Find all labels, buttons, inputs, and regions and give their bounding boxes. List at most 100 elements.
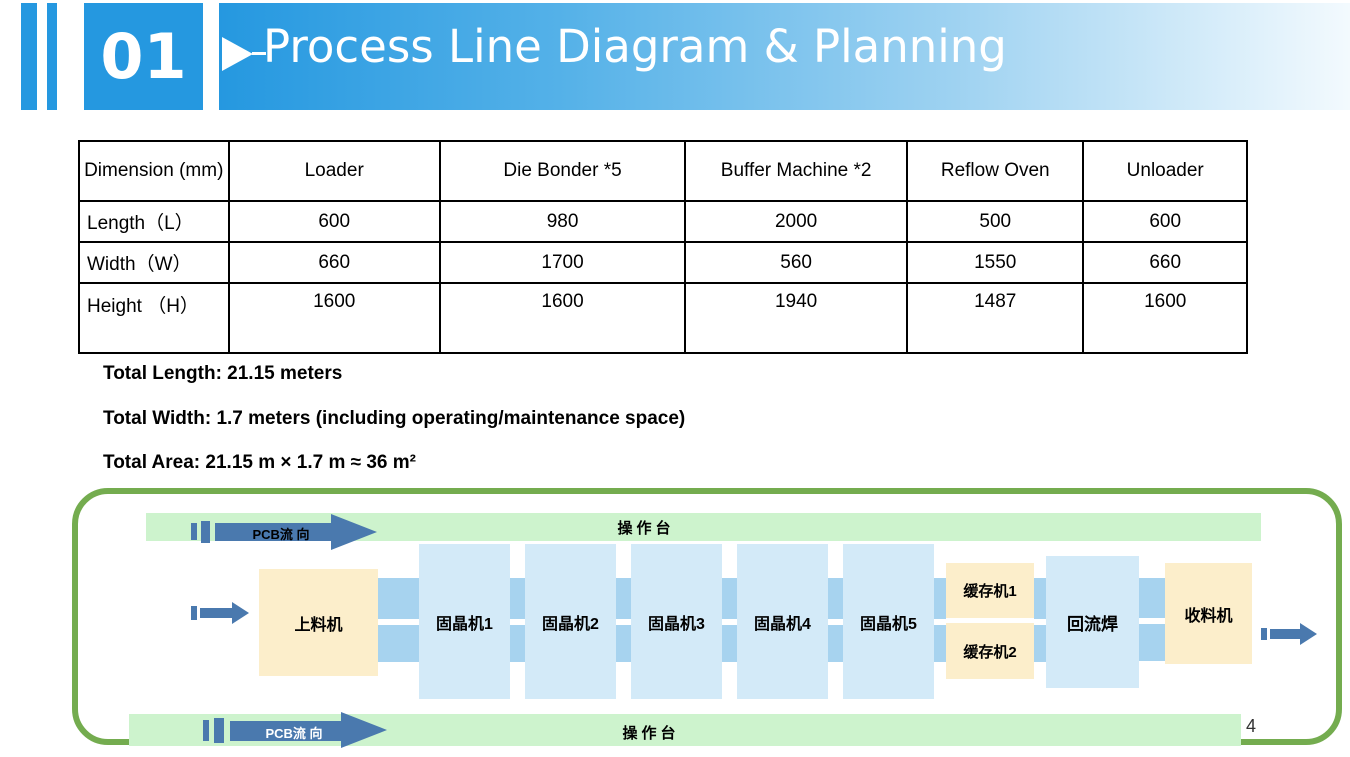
total-width-text: Total Width: 1.7 meters (including opera…	[103, 408, 686, 429]
conveyor-rail	[616, 578, 631, 619]
pcb-flow-arrowhead-bottom	[341, 712, 387, 748]
conveyor-rail	[378, 625, 419, 662]
cell-value: 1487	[906, 282, 1085, 354]
pcb-flow-arrow-bottom	[230, 721, 341, 741]
arrow-right-icon-tail	[252, 52, 266, 55]
cell-value: 1600	[1082, 282, 1248, 354]
conveyor-rail	[722, 578, 737, 619]
machine-buffer-1: 缓存机1	[946, 563, 1034, 618]
cell-value: 2000	[684, 200, 909, 243]
cell-value: 1700	[438, 241, 687, 284]
conveyor-rail	[616, 625, 631, 662]
col-header-die-bonder: Die Bonder *5	[438, 140, 687, 202]
conveyor-rail	[1139, 578, 1165, 618]
conveyor-connector	[1139, 578, 1165, 661]
page-number: 4	[1246, 716, 1257, 736]
table-row-length: Length（L） 600 980 2000 500 600	[78, 200, 1248, 243]
machine-label: 固晶机3	[648, 615, 705, 633]
section-number: 01	[100, 20, 187, 93]
col-header-reflow: Reflow Oven	[906, 140, 1085, 202]
workbench-top-label: 操作台	[617, 520, 675, 537]
machine-label: 回流焊	[1067, 614, 1118, 634]
conveyor-rail	[1034, 578, 1046, 619]
conveyor-rail	[510, 578, 525, 619]
machine-label: 固晶机2	[542, 615, 599, 633]
outbound-arrowhead	[1300, 623, 1317, 645]
machine-label: 缓存机1	[963, 583, 1017, 600]
col-header-unloader: Unloader	[1082, 140, 1248, 202]
cell-value: 500	[906, 200, 1085, 243]
cell-value: 1600	[438, 282, 687, 354]
cell-value: 1600	[227, 282, 441, 354]
pcb-flow-arrow-top	[215, 523, 331, 541]
cell-value: 600	[227, 200, 441, 243]
conveyor-connector	[934, 578, 946, 662]
pcb-flow-arrowhead-top	[331, 514, 377, 550]
inbound-arrow	[200, 608, 232, 618]
section-number-block: 01	[84, 3, 203, 110]
cell-value: 660	[227, 241, 441, 284]
cell-value: 980	[438, 200, 687, 243]
machine-reflow-oven: 回流焊	[1046, 556, 1139, 688]
conveyor-connector	[378, 578, 419, 662]
pcb-flow-dash-2	[214, 718, 224, 743]
col-header-dimension: Dimension (mm)	[78, 140, 230, 202]
machine-label: 缓存机2	[963, 643, 1017, 661]
cell-value: 600	[1082, 200, 1248, 243]
row-label-height: Height （H）	[78, 282, 230, 354]
conveyor-rail	[1139, 624, 1165, 661]
cell-value: 660	[1082, 241, 1248, 284]
total-length-text: Total Length: 21.15 meters	[103, 363, 343, 384]
conveyor-connector	[1034, 578, 1046, 662]
pcb-flow-dash-1	[203, 720, 209, 741]
col-header-buffer: Buffer Machine *2	[684, 140, 909, 202]
conveyor-connector	[510, 578, 525, 662]
machine-label: 收料机	[1184, 607, 1233, 625]
conveyor-connector	[616, 578, 631, 662]
arrow-right-icon	[222, 37, 253, 71]
table-header-row: Dimension (mm) Loader Die Bonder *5 Buff…	[78, 140, 1248, 202]
conveyor-rail	[828, 625, 843, 662]
machine-unloader: 收料机	[1165, 563, 1252, 664]
machine-die-bonder-3: 固晶机3	[631, 544, 722, 699]
machine-die-bonder-1: 固晶机1	[419, 544, 510, 699]
row-label-length: Length（L）	[78, 200, 230, 243]
conveyor-rail	[828, 578, 843, 619]
row-label-width: Width（W）	[78, 241, 230, 284]
inbound-arrowhead	[232, 602, 249, 624]
conveyor-connector	[828, 578, 843, 662]
machine-loader-label: 上料机	[294, 616, 343, 634]
cell-value: 1550	[906, 241, 1085, 284]
table-row-width: Width（W） 660 1700 560 1550 660	[78, 241, 1248, 284]
total-area-text: Total Area: 21.15 m × 1.7 m ≈ 36 m²	[103, 452, 416, 473]
outbound-arrow-dash	[1261, 628, 1267, 640]
conveyor-rail	[722, 625, 737, 662]
machine-label: 固晶机5	[860, 615, 917, 633]
header-stripe-1	[21, 3, 37, 110]
conveyor-rail	[378, 578, 419, 619]
conveyor-rail	[934, 578, 946, 619]
outbound-arrow	[1270, 629, 1300, 639]
header-title-bar	[219, 3, 1350, 110]
cell-value: 1940	[684, 282, 909, 354]
pcb-flow-dash-1	[191, 523, 197, 540]
pcb-flow-label-bottom: PCB流 向	[265, 726, 323, 741]
machine-label: 固晶机4	[754, 615, 811, 633]
header-stripe-2	[47, 3, 57, 110]
machine-die-bonder-2: 固晶机2	[525, 544, 616, 699]
inbound-arrow-dash	[191, 606, 197, 620]
table-row-height: Height （H） 1600 1600 1940 1487 1600	[78, 282, 1248, 354]
process-line-diagram: 操作台 PCB流 向 上料机 固晶机1 固晶机2 固晶机3 固晶机4	[72, 488, 1342, 748]
cell-value: 560	[684, 241, 909, 284]
conveyor-rail	[510, 625, 525, 662]
machine-buffer-2: 缓存机2	[946, 623, 1034, 679]
conveyor-rail	[934, 625, 946, 662]
pcb-flow-label-top: PCB流 向	[252, 527, 310, 542]
machine-label: 固晶机1	[436, 615, 493, 633]
machine-loader: 上料机	[259, 569, 378, 676]
conveyor-connector	[722, 578, 737, 662]
machine-die-bonder-4: 固晶机4	[737, 544, 828, 699]
page-title: Process Line Diagram & Planning	[263, 20, 1007, 73]
workbench-bottom-label: 操作台	[622, 725, 680, 742]
col-header-loader: Loader	[227, 140, 441, 202]
